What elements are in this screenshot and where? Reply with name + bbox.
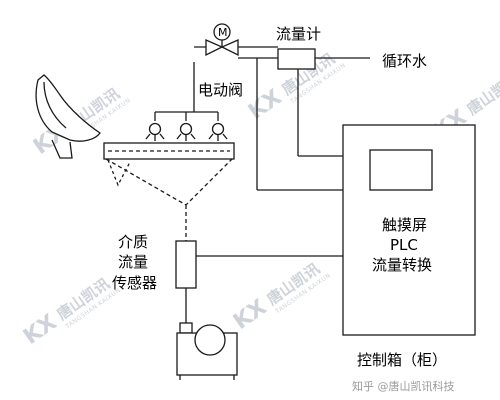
- watermark-4: KX 唐山凯讯 TANGSHAN KAIXUN: [19, 275, 122, 350]
- spray-nozzles: [145, 112, 228, 141]
- urinal-shape: [35, 74, 101, 142]
- flow-meter-label: 流量计: [276, 25, 321, 43]
- plc-label: PLC: [390, 236, 418, 254]
- electric-valve-label: 电动阀: [198, 81, 243, 99]
- watermark-logo: KX: [244, 85, 286, 125]
- valve-motor-symbol: M: [218, 26, 228, 39]
- valve-right-triangle: [220, 39, 239, 57]
- valve-motor-icon: [213, 23, 231, 41]
- touch-screen-label: 触摸屏: [382, 216, 427, 234]
- trough-hopper: [105, 158, 233, 206]
- pump-motor-icon: [194, 324, 226, 356]
- trough-tank: [103, 142, 235, 160]
- control-box-label: 控制箱（柜）: [357, 351, 447, 369]
- urinal-inner-curve: [43, 81, 67, 129]
- nozzle-icon: [211, 122, 225, 136]
- valve-left-triangle: [205, 39, 224, 57]
- watermark-brand: 唐山凯讯: [464, 70, 500, 119]
- circulating-water-label: 循环水: [382, 52, 427, 70]
- nozzle-icon: [148, 122, 162, 136]
- flow-meter: [277, 48, 316, 70]
- watermark-5: KX 唐山凯讯 TANGSHAN KAIXUN: [229, 260, 332, 335]
- medium-flow-sensor: [175, 240, 197, 289]
- medium-sensor-label-line3: 传感器: [112, 274, 157, 292]
- diagram-lines: [35, 23, 476, 380]
- watermark-logo: KX: [19, 310, 61, 350]
- flow-conversion-label: 流量转换: [372, 256, 432, 274]
- urinal-drain: [51, 139, 73, 159]
- medium-sensor-label-line1: 介质: [118, 233, 148, 251]
- footer-credit: 知乎 @唐山凯讯科技: [352, 379, 455, 393]
- nozzle-icon: [179, 122, 193, 136]
- watermark-logo: KX: [229, 295, 271, 335]
- medium-sensor-label-line2: 流量: [118, 253, 148, 271]
- pump-inlet: [179, 322, 193, 334]
- trough-overflow: [107, 159, 131, 187]
- touch-screen-display: [369, 149, 433, 191]
